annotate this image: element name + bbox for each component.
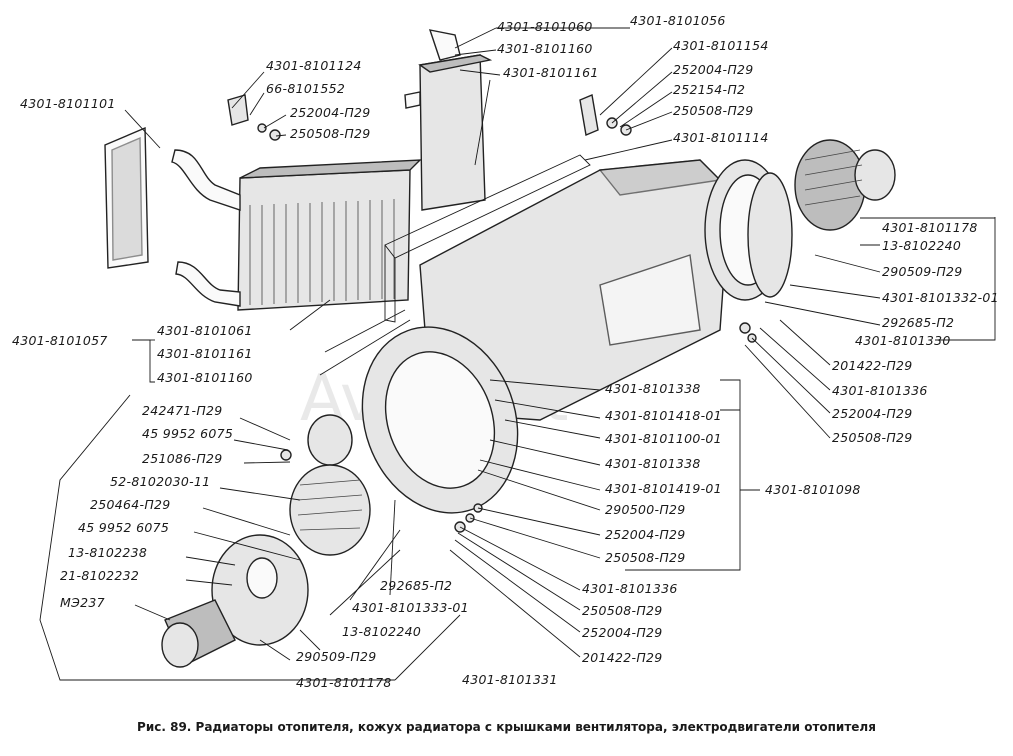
label-ME237: МЭ237 xyxy=(60,595,105,610)
label-201422-p29-right: 201422-П29 xyxy=(832,358,913,373)
figure-caption: Рис. 89. Радиаторы отопителя, кожух ради… xyxy=(137,720,876,734)
label-4301-8101332-01: 4301-8101332-01 xyxy=(882,290,999,305)
label-252004-p29-d: 252004-П29 xyxy=(582,625,663,640)
label-250508-p29-right: 250508-П29 xyxy=(832,430,913,445)
label-4301-8101061: 4301-8101061 xyxy=(157,323,253,338)
label-252004-p29-c: 252004-П29 xyxy=(605,527,686,542)
label-4301-8101178-bottom: 4301-8101178 xyxy=(296,675,392,690)
label-4301-8101098: 4301-8101098 xyxy=(765,482,861,497)
label-4301-8101336-bottom: 4301-8101336 xyxy=(582,581,678,596)
label-4301-8101114: 4301-8101114 xyxy=(673,130,769,145)
label-252004-p29-right: 252004-П29 xyxy=(832,406,913,421)
label-4301-8101160-top: 4301-8101160 xyxy=(497,41,593,56)
label-4301-8101154: 4301-8101154 xyxy=(673,38,769,53)
left-fan-housing xyxy=(307,326,519,514)
label-242471-p29: 242471-П29 xyxy=(142,403,223,418)
fan-impeller xyxy=(289,464,371,556)
label-4301-8101056: 4301-8101056 xyxy=(630,13,726,28)
label-292685-p2-bottom: 292685-П2 xyxy=(380,578,452,593)
label-201422-p29-bottom: 201422-П29 xyxy=(582,650,663,665)
label-250508-p29-c: 250508-П29 xyxy=(605,550,686,565)
label-4301-8101057: 4301-8101057 xyxy=(12,333,108,348)
label-250508-p29-a: 250508-П29 xyxy=(290,126,371,141)
right-fan-housing xyxy=(704,159,793,301)
label-13-8102240-bottom: 13-8102240 xyxy=(342,624,421,639)
label-252004-p29-a: 252004-П29 xyxy=(290,105,371,120)
label-251086-p29: 251086-П29 xyxy=(142,451,223,466)
label-4301-8101060: 4301-8101060 xyxy=(497,19,593,34)
label-4301-8101161-top: 4301-8101161 xyxy=(503,65,599,80)
label-4301-8101124: 4301-8101124 xyxy=(266,58,362,73)
label-21-8102232: 21-8102232 xyxy=(60,568,139,583)
label-4301-8101419-01: 4301-8101419-01 xyxy=(605,481,722,496)
label-290509-p29-bottom: 290509-П29 xyxy=(296,649,377,664)
label-292685-p2-right: 292685-П2 xyxy=(882,315,954,330)
label-45-9952-6075-a: 45 9952 6075 xyxy=(142,426,233,441)
label-252004-p29-b: 252004-П29 xyxy=(673,62,754,77)
label-4301-8101338-a: 4301-8101338 xyxy=(605,381,701,396)
label-4301-8101160-mid: 4301-8101160 xyxy=(157,370,253,385)
label-4301-8101100-01: 4301-8101100-01 xyxy=(605,431,722,446)
right-motor xyxy=(794,139,896,231)
secondary-radiator xyxy=(404,29,493,211)
label-4301-8101161-mid: 4301-8101161 xyxy=(157,346,253,361)
label-290509-p29-right: 290509-П29 xyxy=(882,264,963,279)
label-4301-8101330: 4301-8101330 xyxy=(855,333,951,348)
label-252154-p2: 252154-П2 xyxy=(673,82,745,97)
left-motor xyxy=(161,599,236,668)
label-4301-8101333-01: 4301-8101333-01 xyxy=(352,600,469,615)
label-66-8101552: 66-8101552 xyxy=(266,81,345,96)
label-13-8102238: 13-8102238 xyxy=(68,545,147,560)
part-labels: 4301-8101060 4301-8101056 4301-8101160 4… xyxy=(12,13,999,690)
label-250508-p29-d: 250508-П29 xyxy=(582,603,663,618)
label-4301-8101418-01: 4301-8101418-01 xyxy=(605,408,722,423)
fasteners xyxy=(227,94,757,533)
radiator-housing xyxy=(384,154,731,421)
gasket-plate-left xyxy=(104,126,149,269)
label-52-8102030-11: 52-8102030-11 xyxy=(110,474,210,489)
label-250464-p29: 250464-П29 xyxy=(90,497,171,512)
label-45-9952-6075-b: 45 9952 6075 xyxy=(78,520,169,535)
leader-lines xyxy=(39,27,996,681)
heater-radiator-core xyxy=(171,149,422,311)
label-4301-8101336-right: 4301-8101336 xyxy=(832,383,928,398)
label-4301-8101101: 4301-8101101 xyxy=(20,96,116,111)
label-4301-8101338-b: 4301-8101338 xyxy=(605,456,701,471)
label-4301-8101331: 4301-8101331 xyxy=(462,672,558,687)
label-290500-p29: 290500-П29 xyxy=(605,502,686,517)
label-13-8102240-right: 13-8102240 xyxy=(882,238,961,253)
label-4301-8101178-right: 4301-8101178 xyxy=(882,220,978,235)
fan-cover-plate xyxy=(211,534,309,646)
label-250508-p29-b: 250508-П29 xyxy=(673,103,754,118)
